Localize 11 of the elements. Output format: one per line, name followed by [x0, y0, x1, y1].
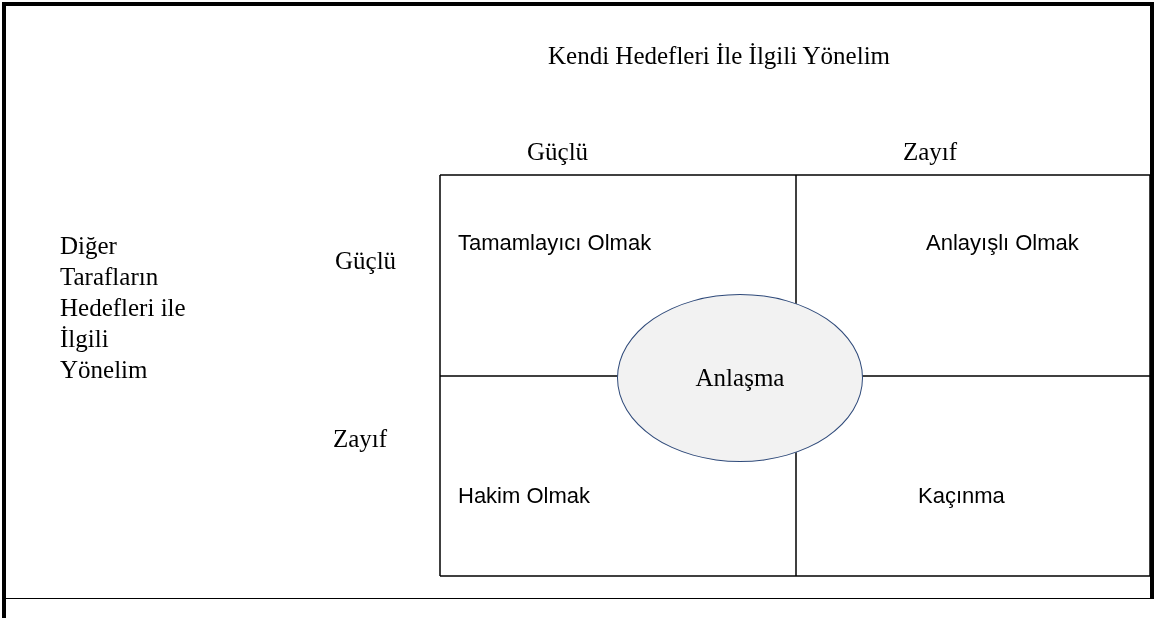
- quadrant-label: Kaçınma: [918, 483, 1005, 509]
- axis-title: Kendi Hedefleri İle İlgili Yönelim: [548, 41, 892, 71]
- quadrant-label: Anlayışlı Olmak: [926, 230, 1079, 256]
- quadrant-label: Tamamlayıcı Olmak: [458, 230, 652, 256]
- axis-value: Zayıf: [903, 137, 959, 167]
- axis-value: Güçlü: [335, 246, 398, 276]
- quadrant-label: Hakim Olmak: [458, 483, 590, 509]
- axis-title: Diğer Tarafların Hedefleri ile İlgili Yönelim: [60, 231, 187, 385]
- axis-value: Zayıf: [333, 424, 389, 454]
- ellipse-node: Anlaşma: [617, 294, 863, 462]
- axis-value: Güçlü: [527, 137, 590, 167]
